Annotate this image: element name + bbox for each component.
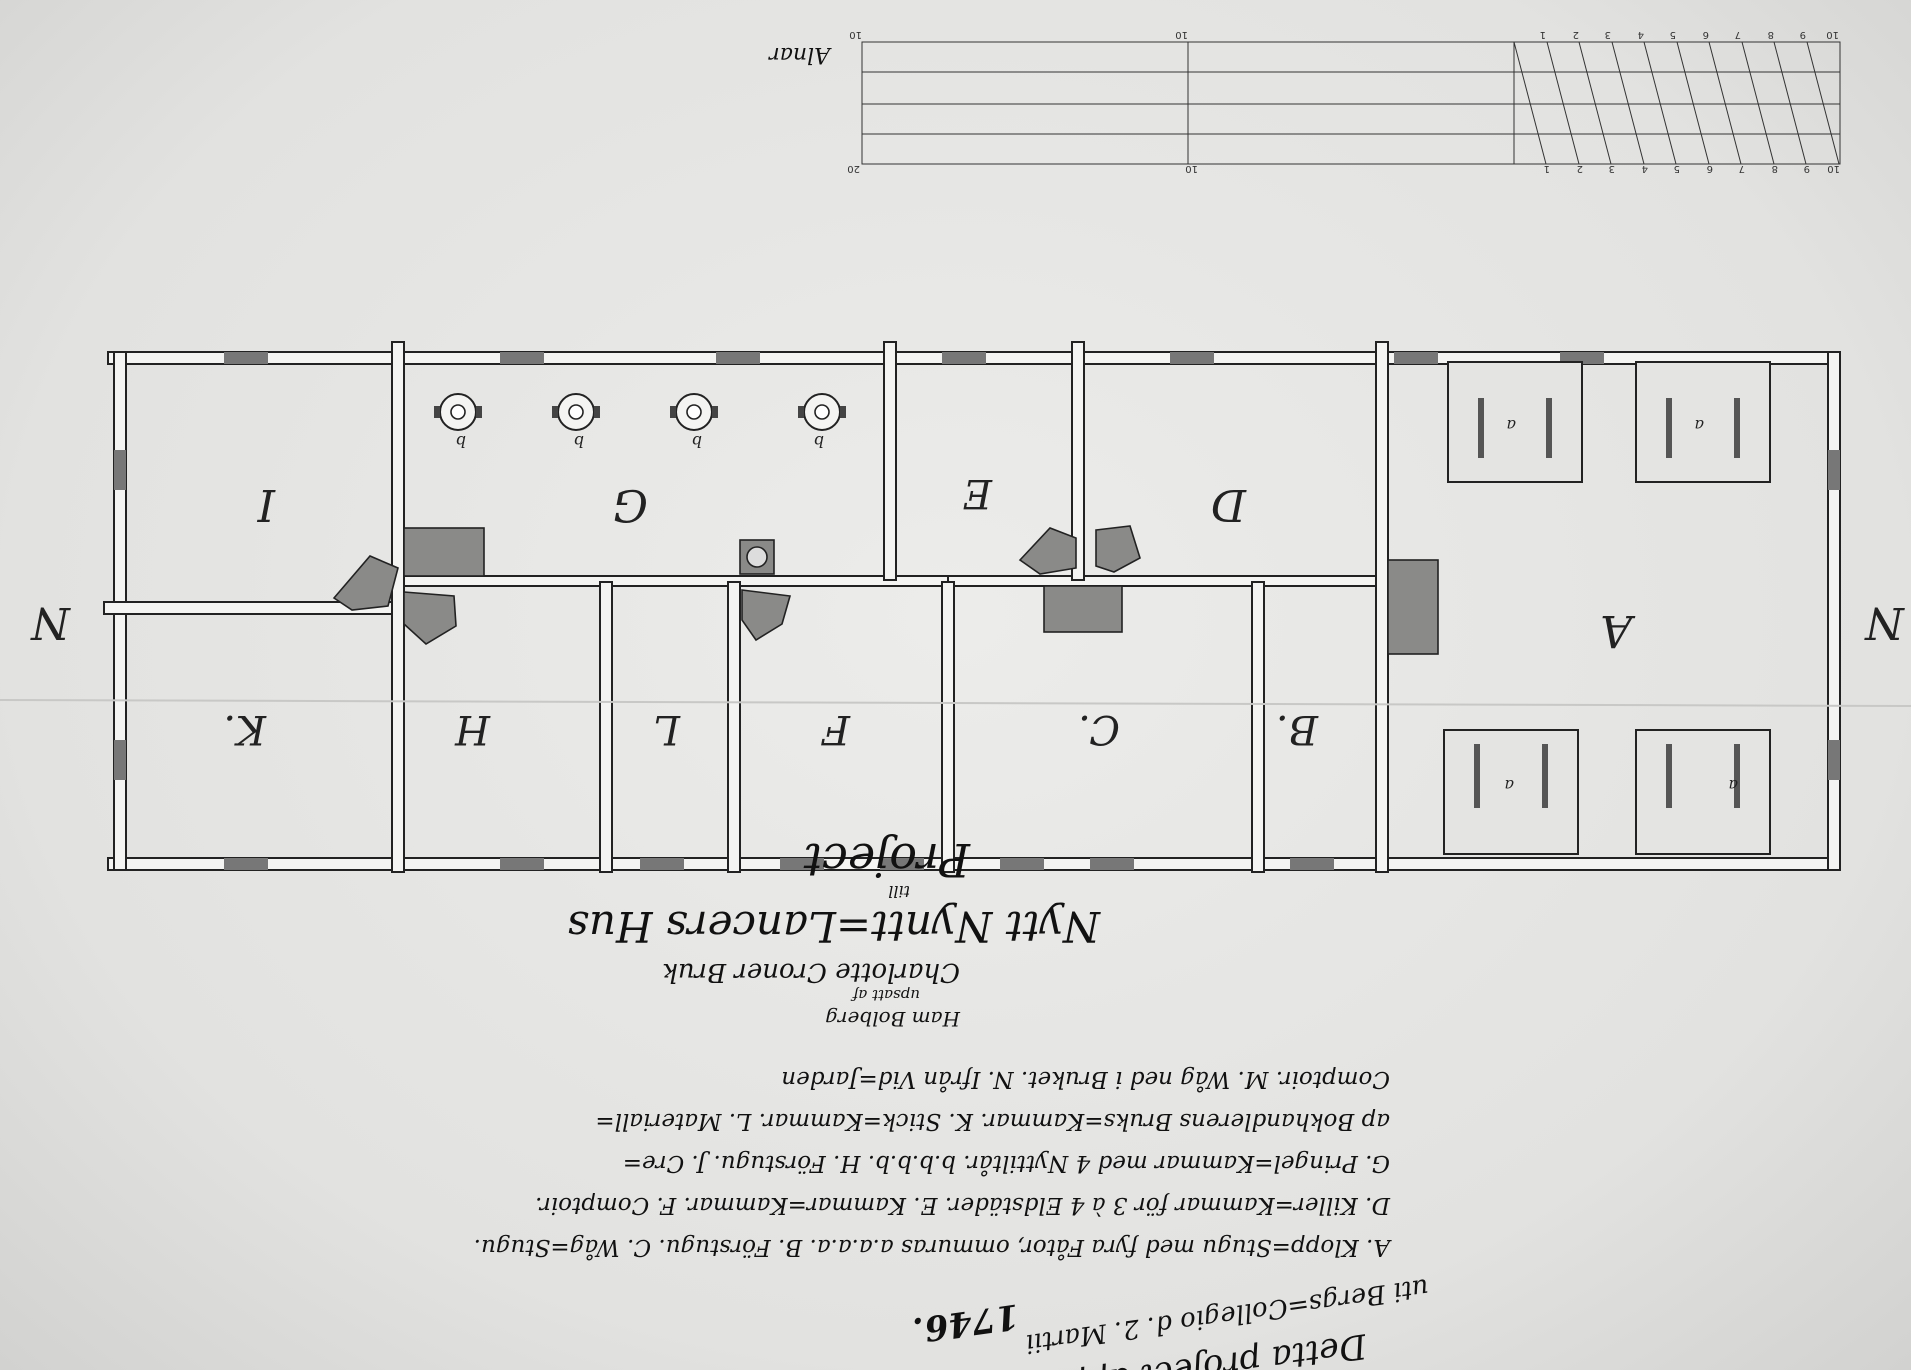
hearths [332, 525, 1439, 655]
stalls-a: a a a a [1443, 361, 1771, 855]
room-label-H: H [454, 706, 491, 752]
window-marks [114, 352, 1840, 870]
room-label-G: G [613, 479, 648, 530]
compass-N-left: N [30, 597, 71, 648]
paper-fold [0, 699, 1911, 707]
scale-tick: 10 [849, 29, 862, 40]
stall-label: a [1694, 416, 1704, 435]
room-letters: I G E D A K. H L F C. B. N N [30, 470, 1905, 752]
scale-tick: 4 [1642, 163, 1648, 174]
furnace-label: b [574, 432, 584, 451]
title-author: Ham Bolberg [825, 1007, 961, 1031]
scale-tick: 5 [1674, 163, 1680, 174]
scale-bar: 10 10 1 2 3 4 5 6 7 8 9 10 20 10 1 2 3 4… [768, 29, 1841, 174]
legend-line-3: G. Pringel=Kammar med 4 Nyttiltår. b.b.b… [623, 1150, 1390, 1177]
furnaces-b: b b b b [434, 393, 846, 451]
scale-tick: 6 [1707, 163, 1713, 174]
room-label-K: K. [223, 706, 267, 752]
title-upsatt: upsatt af [850, 986, 920, 1004]
scale-tick: 20 [847, 163, 860, 174]
scale-unit-label: Alnar [768, 42, 832, 67]
legend: A. Klopp=Stugu med fyra Fåtor, ommuras a… [474, 833, 1392, 1261]
room-label-I: I [256, 479, 276, 530]
title-main: Nytt Nyntt=Lancers Hus [567, 902, 1101, 951]
scale-tick: 10 [1827, 163, 1840, 174]
scale-tick: 5 [1670, 29, 1676, 40]
scale-tick: 7 [1735, 29, 1741, 40]
legend-line-5: Comptoir. M. Wåg ned i Bruket. N. Ifrån … [781, 1066, 1390, 1093]
scale-tick: 9 [1804, 163, 1810, 174]
scale-tick: 3 [1605, 29, 1611, 40]
partition-walls [391, 341, 1389, 873]
scale-tick: 1 [1544, 163, 1550, 174]
room-label-E: E [963, 470, 993, 516]
scale-tick: 10 [1175, 29, 1188, 40]
furnace-label: b [814, 432, 824, 451]
scale-tick: 2 [1577, 163, 1583, 174]
room-label-B: B. [1276, 706, 1319, 752]
title-project: Project [803, 833, 971, 887]
legend-line-4: ap Bokhandlerens Bruks=Kammar. K. Stick=… [595, 1108, 1390, 1134]
furnace-label: b [692, 432, 702, 451]
scale-tick: 1 [1540, 29, 1546, 40]
room-label-C: C. [1078, 706, 1120, 752]
scale-tick: 8 [1768, 29, 1774, 40]
stall-label: a [1728, 776, 1738, 795]
room-label-A: A [1600, 605, 1636, 656]
scale-tick: 7 [1739, 163, 1745, 174]
scale-tick: 8 [1772, 163, 1778, 174]
scale-tick: 6 [1703, 29, 1709, 40]
stall-label: a [1504, 776, 1514, 795]
stall-label: a [1506, 416, 1516, 435]
compass-N-right: N [1864, 597, 1905, 648]
room-label-D: D [1211, 479, 1247, 530]
scale-tick: 9 [1800, 29, 1806, 40]
scale-tick: 10 [1826, 29, 1839, 40]
scale-tick: 3 [1609, 163, 1615, 174]
scale-tick: 2 [1573, 29, 1579, 40]
room-label-F: F [821, 706, 851, 752]
title-sub: Charlotte Croner Bruk [662, 957, 960, 987]
room-label-L: L [653, 706, 681, 752]
furnace-label: b [456, 432, 466, 451]
legend-line-1: A. Klopp=Stugu med fyra Fåtor, ommuras a… [474, 1234, 1392, 1261]
approval-year: 1746. [910, 1295, 1021, 1349]
title-till: till [888, 882, 910, 901]
legend-line-2: D. Killer=Kammar för 3 à 4 Eldstäder. E.… [535, 1192, 1391, 1218]
scale-tick: 4 [1638, 29, 1644, 40]
scale-tick: 10 [1185, 163, 1198, 174]
